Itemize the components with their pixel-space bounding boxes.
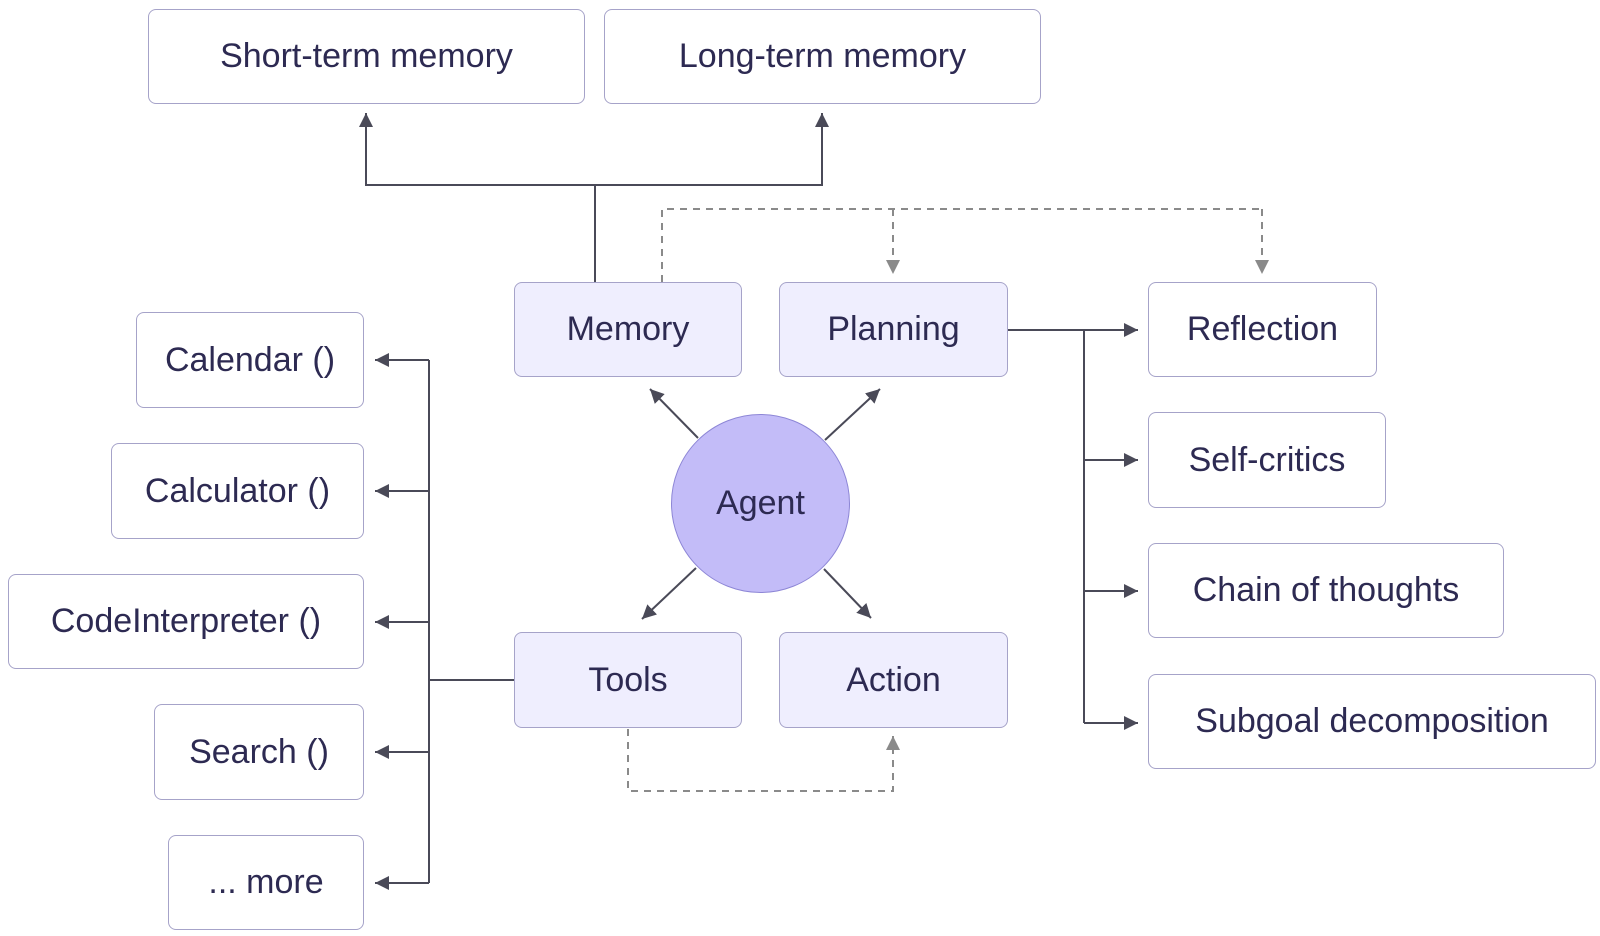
planning-to-techniques-connector — [1008, 323, 1138, 730]
planning-item-self-critics: Self-critics — [1148, 412, 1386, 508]
tool-item-code-interpreter: CodeInterpreter () — [8, 574, 364, 669]
tool-item-search: Search () — [154, 704, 364, 800]
planning-item-chain-of-thoughts: Chain of thoughts — [1148, 543, 1504, 638]
tool-item-calculator: Calculator () — [111, 443, 364, 539]
short-term-memory-box: Short-term memory — [148, 9, 585, 104]
planning-item-subgoal-decomposition: Subgoal decomposition — [1148, 674, 1596, 769]
tools-to-action-dashed-connector — [627, 729, 900, 792]
planning-box: Planning — [779, 282, 1008, 377]
long-term-memory-box: Long-term memory — [604, 9, 1041, 104]
action-box: Action — [779, 632, 1008, 728]
planning-item-reflection: Reflection — [1148, 282, 1377, 377]
agent-node: Agent — [671, 414, 850, 593]
tools-box: Tools — [514, 632, 742, 728]
tool-item-calendar: Calendar () — [136, 312, 364, 408]
tools-to-tool-items-connector — [375, 353, 514, 890]
tool-item-more: ... more — [168, 835, 364, 930]
agent-to-components-connector — [641, 388, 881, 620]
memory-feedback-dashed-connector — [661, 208, 1269, 282]
memory-to-memory-types-connector — [359, 113, 829, 282]
memory-box: Memory — [514, 282, 742, 377]
